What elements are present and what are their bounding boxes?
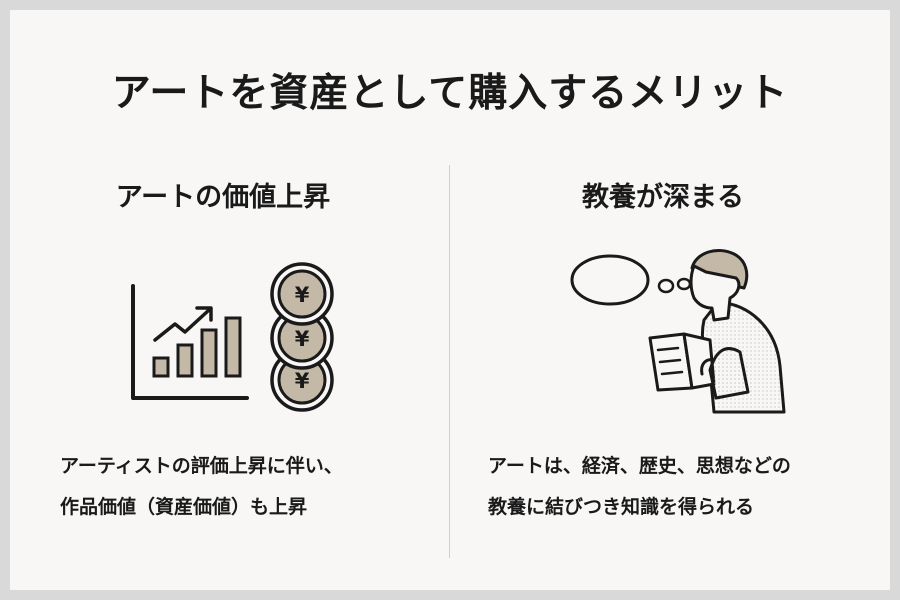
column-divider bbox=[449, 165, 450, 558]
panel-heading-value-increase: アートの価値上昇 bbox=[115, 182, 331, 213]
rising-bar-chart-icon bbox=[131, 284, 249, 400]
svg-text:¥: ¥ bbox=[295, 369, 310, 393]
person-reading-book-icon bbox=[648, 249, 786, 414]
infographic-card: アートを資産として購入するメリット アートの価値上昇 ¥ ¥ bbox=[10, 10, 890, 590]
description-line: 作品価値（資産価値）も上昇 bbox=[60, 496, 308, 518]
panel-heading-education: 教養が深まる bbox=[582, 182, 744, 213]
description-line: アーティストの評価上昇に伴い、 bbox=[60, 455, 343, 477]
description-line: アートは、経済、歴史、思想などの bbox=[488, 455, 791, 477]
merit-panel-education: 教養が深まる bbox=[450, 10, 890, 590]
panel-description-value-increase: アーティストの評価上昇に伴い、 作品価値（資産価値）も上昇 bbox=[60, 446, 343, 528]
yen-coin: ¥ bbox=[270, 262, 334, 326]
yen-coin-stack-icon: ¥ ¥ ¥ bbox=[270, 262, 334, 412]
panel-description-education: アートは、経済、歴史、思想などの 教養に結びつき知識を得られる bbox=[488, 446, 791, 528]
yen-coin: ¥ bbox=[270, 306, 334, 370]
description-line: 教養に結びつき知識を得られる bbox=[488, 496, 755, 518]
svg-text:¥: ¥ bbox=[295, 327, 310, 351]
merit-panel-value-increase: アートの価値上昇 ¥ ¥ bbox=[10, 10, 450, 590]
thought-bubble-icon bbox=[570, 254, 692, 306]
page-title: アートを資産として購入するメリット bbox=[111, 71, 789, 116]
svg-text:¥: ¥ bbox=[295, 283, 310, 307]
